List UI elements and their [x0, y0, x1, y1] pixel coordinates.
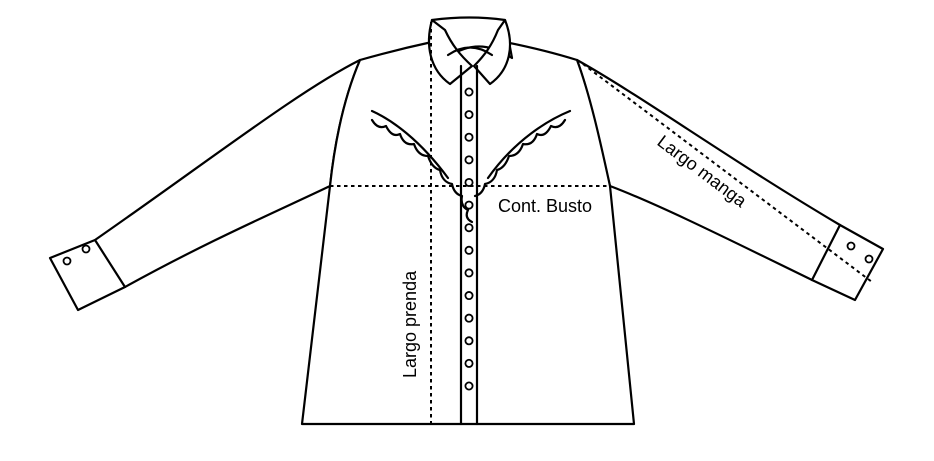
left-sleeve [48, 58, 362, 312]
left-cuff [62, 244, 91, 266]
right-cuff [846, 241, 874, 264]
placket-button [464, 87, 474, 97]
placket-button [464, 223, 474, 233]
placket-button [464, 245, 474, 255]
placket-button [464, 200, 474, 210]
placket-button [464, 313, 474, 323]
ruffle-left [370, 118, 474, 224]
placket-button [464, 381, 474, 391]
placket-buttons [464, 87, 474, 391]
cuff-button [846, 241, 856, 251]
placket-button [464, 291, 474, 301]
placket-button [464, 110, 474, 120]
sleeve-measure-line [582, 63, 873, 283]
placket-button [464, 336, 474, 346]
ruffle-right [473, 118, 567, 198]
button-placket [459, 64, 479, 426]
yoke-seams [370, 109, 572, 180]
length-label: Largo prenda [400, 270, 420, 378]
shirt-body [300, 40, 636, 426]
cuff-button [81, 244, 91, 254]
cuff-button [62, 256, 72, 266]
placket-button [464, 132, 474, 142]
cuff-button [864, 254, 874, 264]
placket-button [464, 268, 474, 278]
placket-button [464, 155, 474, 165]
placket-button [464, 177, 474, 187]
placket-button [464, 358, 474, 368]
bust-label: Cont. Busto [498, 196, 592, 216]
